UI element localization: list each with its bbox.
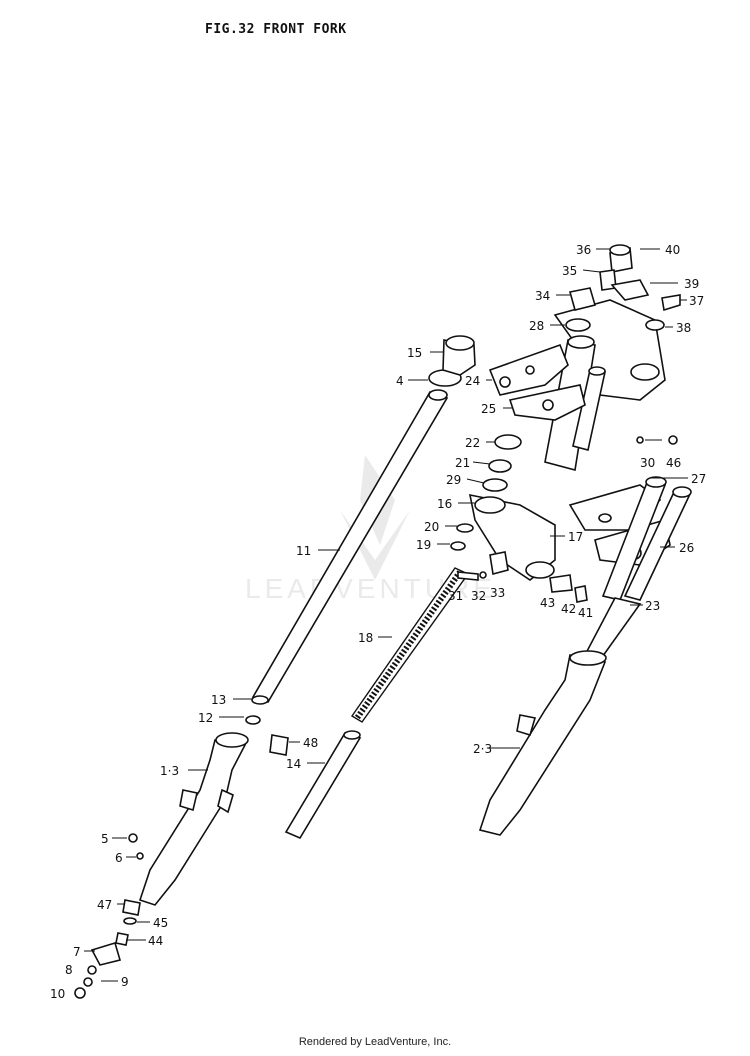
callout-33: 33 (490, 586, 505, 600)
callout-1-3: 1·3 (160, 764, 179, 778)
footer-credit: Rendered by LeadVenture, Inc. (298, 1036, 452, 1048)
callout-15: 15 (407, 346, 422, 360)
callout-13: 13 (211, 693, 226, 707)
callout-8: 8 (65, 963, 73, 977)
fork-spacer-tube (284, 730, 362, 840)
callout-4: 4 (396, 374, 404, 388)
bearing-cone (482, 478, 508, 492)
callout-46: 46 (666, 456, 681, 470)
callout-14: 14 (286, 757, 301, 771)
callout-5: 5 (101, 832, 109, 846)
callout-30: 30 (640, 456, 655, 470)
bearing-upper (488, 459, 512, 473)
callout-43: 43 (540, 596, 555, 610)
leader-lines (84, 248, 688, 982)
callout-22: 22 (465, 436, 480, 450)
callout-41: 41 (578, 606, 593, 620)
left-fork-cap (428, 335, 476, 387)
callout-31: 31 (448, 589, 463, 603)
headlight-brackets (488, 343, 586, 421)
callout-24: 24 (465, 374, 480, 388)
callout-2-3: 2·3 (473, 742, 492, 756)
callout-19: 19 (416, 538, 431, 552)
callout-29: 29 (446, 473, 461, 487)
callout-44: 44 (148, 934, 163, 948)
callout-7: 7 (73, 945, 81, 959)
right-fork-assembly (478, 476, 692, 836)
bearing-race-upper (494, 434, 522, 450)
callout-39: 39 (684, 277, 699, 291)
callout-21: 21 (455, 456, 470, 470)
callout-11: 11 (296, 544, 311, 558)
callout-35: 35 (562, 264, 577, 278)
callout-17: 17 (568, 530, 583, 544)
callout-45: 45 (153, 916, 168, 930)
lower-bearing (456, 523, 474, 533)
left-fork-outer-tube (138, 732, 249, 906)
callout-48: 48 (303, 736, 318, 750)
callout-34: 34 (535, 289, 550, 303)
callout-6: 6 (115, 851, 123, 865)
axle-holder-parts (74, 833, 144, 999)
lower-race (450, 541, 466, 551)
lower-bracket (468, 493, 556, 581)
callout-25: 25 (481, 402, 496, 416)
callout-16: 16 (437, 497, 452, 511)
callout-36: 36 (576, 243, 591, 257)
callout-40: 40 (665, 243, 680, 257)
clamp-bolts (457, 551, 588, 603)
callout-10: 10 (50, 987, 65, 1001)
callout-20: 20 (424, 520, 439, 534)
callout-38: 38 (676, 321, 691, 335)
callout-32: 32 (471, 589, 486, 603)
callout-9: 9 (121, 975, 129, 989)
upper-bracket (553, 244, 681, 401)
left-tube-ring (251, 695, 269, 705)
callout-37: 37 (689, 294, 704, 308)
callout-42: 42 (561, 602, 576, 616)
callout-27: 27 (691, 472, 706, 486)
fork-dust-seal (269, 734, 289, 756)
callout-47: 47 (97, 898, 112, 912)
callout-28: 28 (529, 319, 544, 333)
callout-26: 26 (679, 541, 694, 555)
bracket-bolts (636, 435, 678, 445)
callout-23: 23 (645, 599, 660, 613)
callout-18: 18 (358, 631, 373, 645)
figure-title: FIG.32 FRONT FORK (205, 22, 347, 37)
left-tube-circlip (245, 715, 261, 725)
callout-12: 12 (198, 711, 213, 725)
